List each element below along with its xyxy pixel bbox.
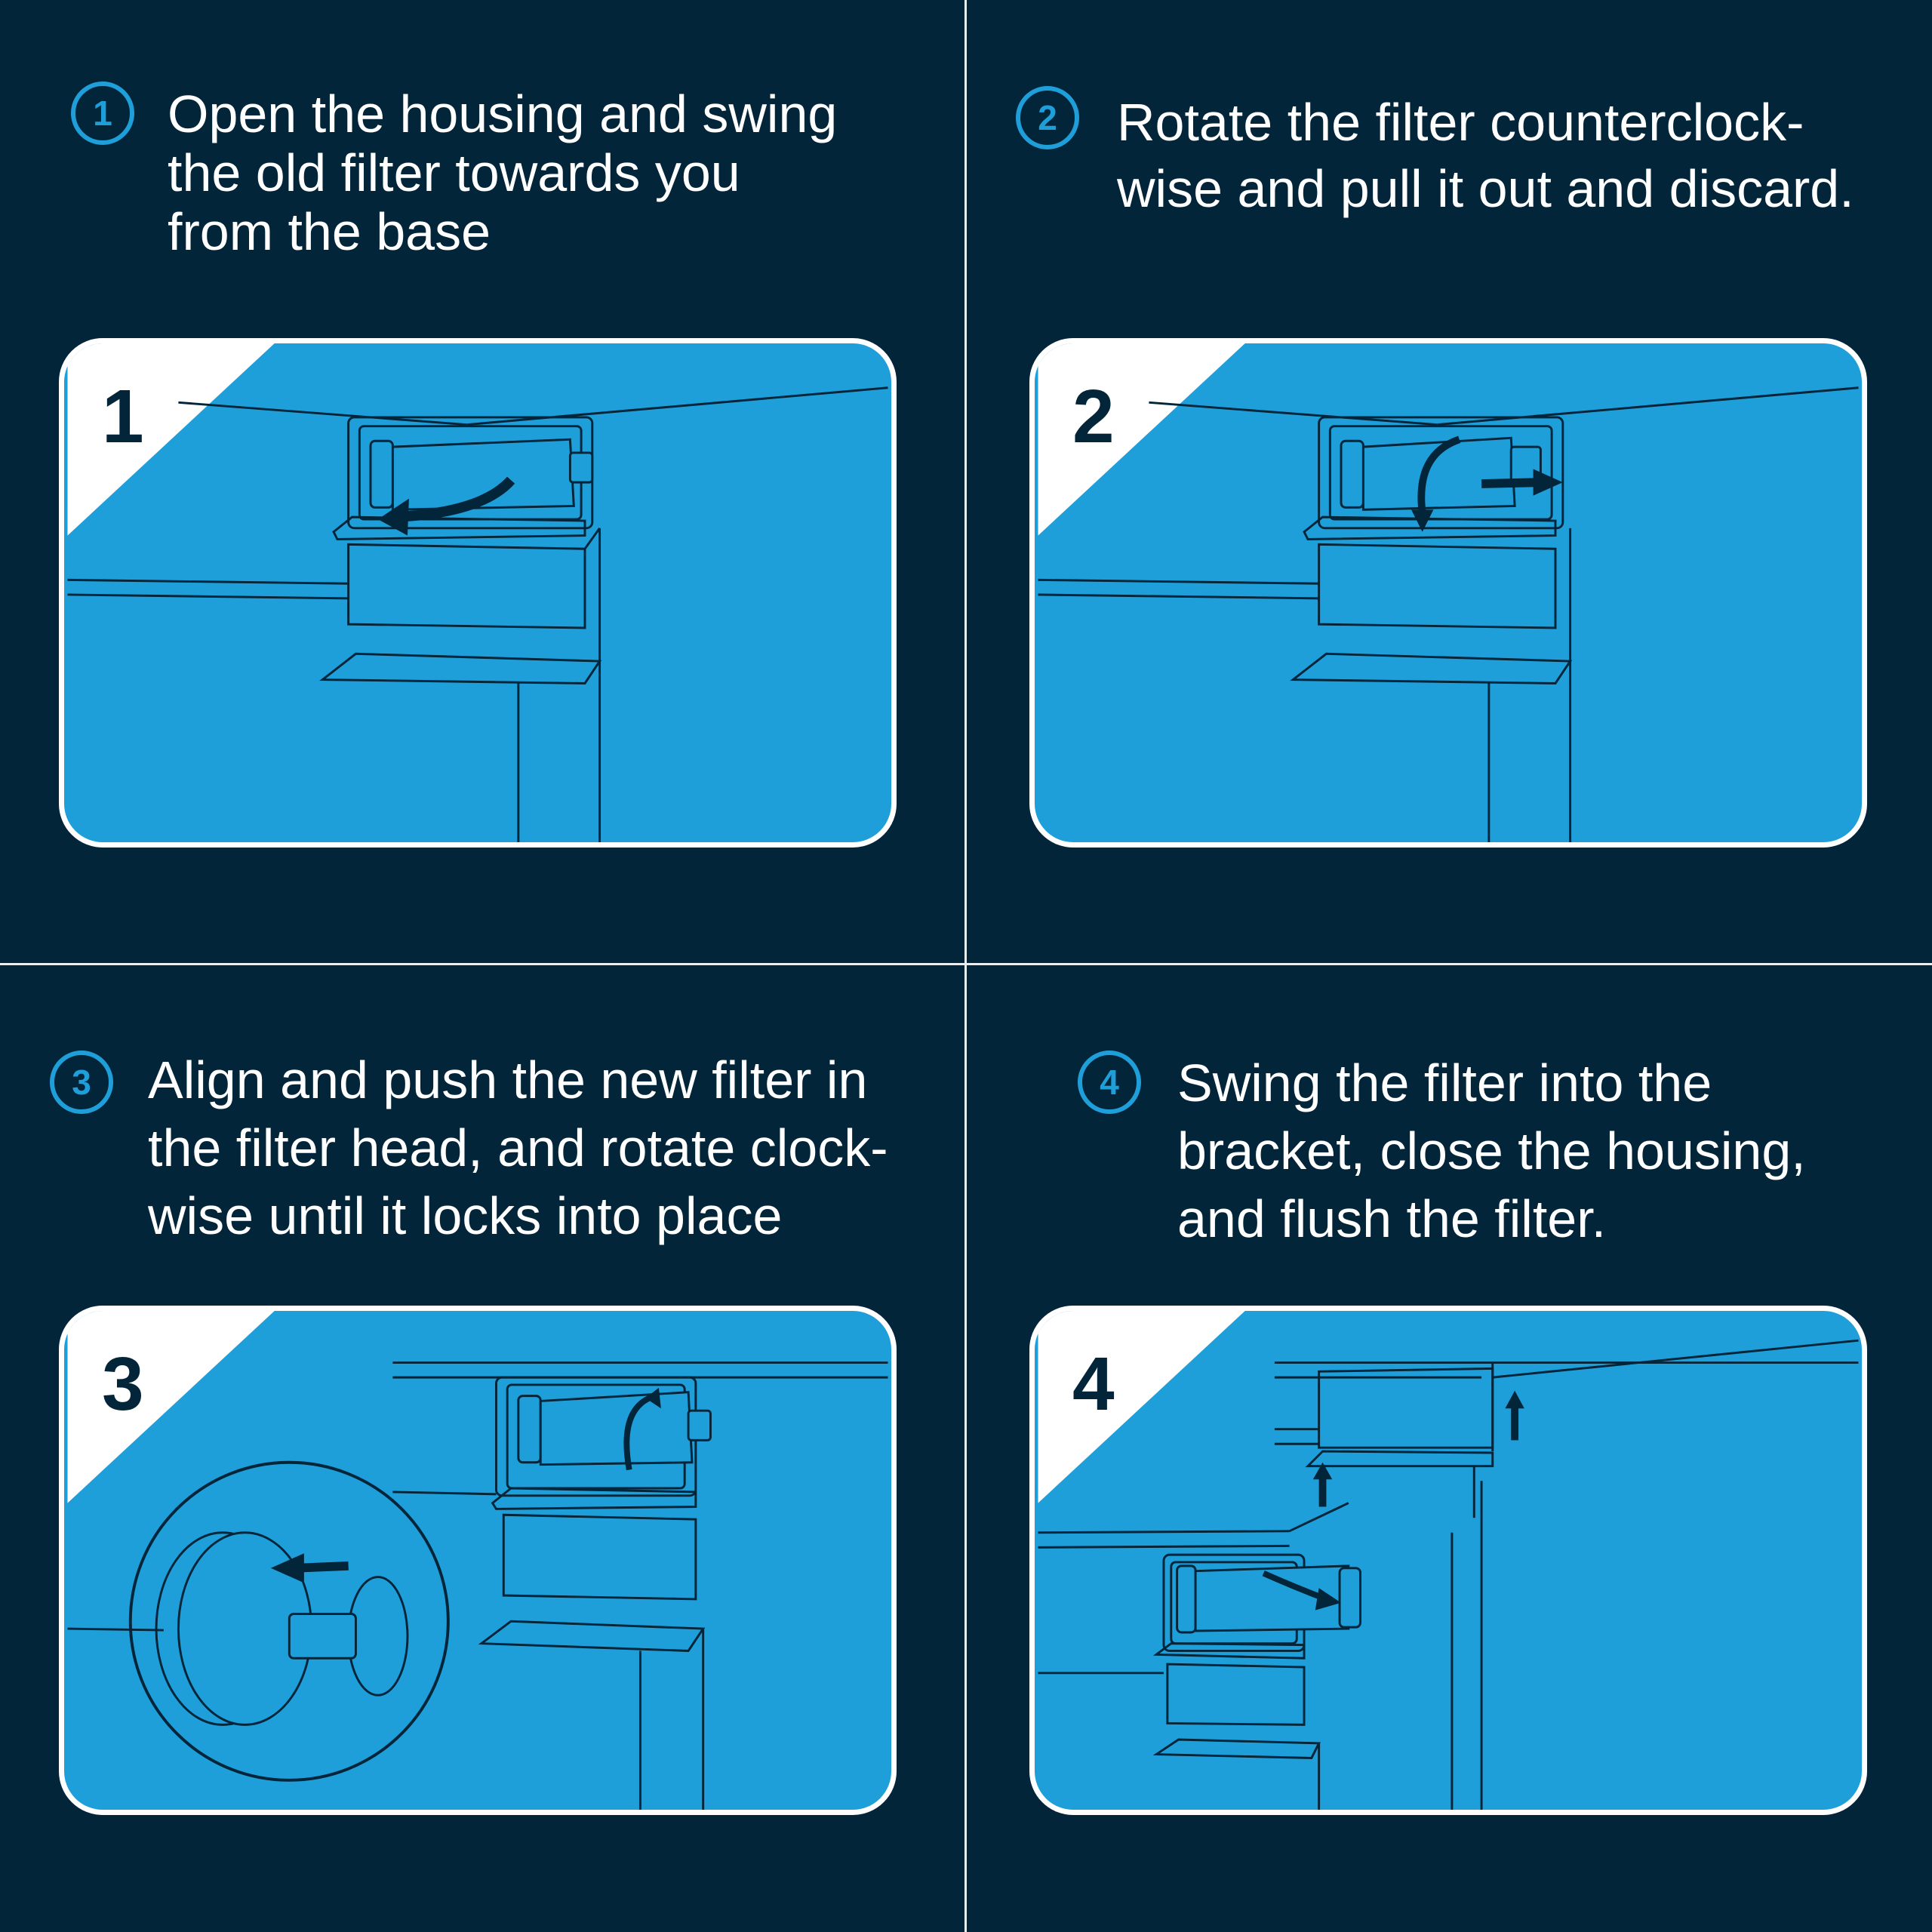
step-2-illustration: 2	[1029, 338, 1867, 848]
pull-arrow	[1481, 478, 1541, 488]
step-1-drawing	[67, 343, 888, 842]
step-2-drawing	[1038, 343, 1859, 842]
step-4-instruction: Swing the filter into the bracket, close…	[1177, 1054, 1806, 1248]
rotate-arrow	[1417, 435, 1461, 514]
panel-1-number: 1	[102, 374, 144, 459]
step-3-drawing	[67, 1311, 888, 1810]
corner-wedge	[67, 1311, 275, 1503]
panel-3-number: 3	[102, 1342, 144, 1426]
step-3-illustration: 3	[59, 1306, 897, 1815]
clockwise-arrow-head	[645, 1387, 661, 1409]
fridge-lines	[1038, 386, 1859, 842]
corner-wedge	[1038, 343, 1245, 536]
rotate-arrow-head	[1411, 509, 1434, 532]
swing-arrow-head	[377, 498, 409, 536]
push-arrow-head	[270, 1553, 304, 1583]
close-arrow-left-head	[1312, 1462, 1333, 1480]
filter-cartridge	[369, 438, 594, 511]
step-2-instruction: Rotate the filter counterclock- wise and…	[1117, 93, 1854, 218]
swing-arrow-head	[1315, 1588, 1342, 1611]
step-1-badge: 1	[71, 82, 134, 145]
horizontal-divider	[0, 963, 1932, 965]
step-4-illustration: 4	[1029, 1306, 1867, 1815]
step-3-badge: 3	[50, 1051, 113, 1114]
filter-head-detail	[67, 1531, 409, 1726]
step-2-badge: 2	[1016, 86, 1079, 149]
vertical-divider	[964, 0, 967, 1932]
push-arrow	[296, 1561, 349, 1573]
filter-cartridge	[517, 1391, 712, 1466]
step-4-badge: 4	[1078, 1051, 1141, 1114]
step-4-drawing	[1038, 1311, 1859, 1810]
panel-4-number: 4	[1072, 1342, 1115, 1426]
filter-cartridge	[1176, 1564, 1361, 1634]
step-3-instruction: Align and push the new filter in the fil…	[148, 1051, 888, 1245]
panel-2-number: 2	[1072, 374, 1115, 459]
pull-arrow-head	[1533, 469, 1563, 496]
corner-wedge	[67, 343, 275, 536]
fridge-lines	[1038, 1339, 1859, 1810]
close-arrow-right-head	[1505, 1390, 1524, 1409]
corner-wedge	[1038, 1311, 1245, 1503]
fridge-lines	[67, 386, 888, 842]
step-1-instruction: Open the housing and swing the old filte…	[168, 85, 838, 261]
swing-arrow	[392, 476, 515, 522]
step-1-illustration: 1	[59, 338, 897, 848]
